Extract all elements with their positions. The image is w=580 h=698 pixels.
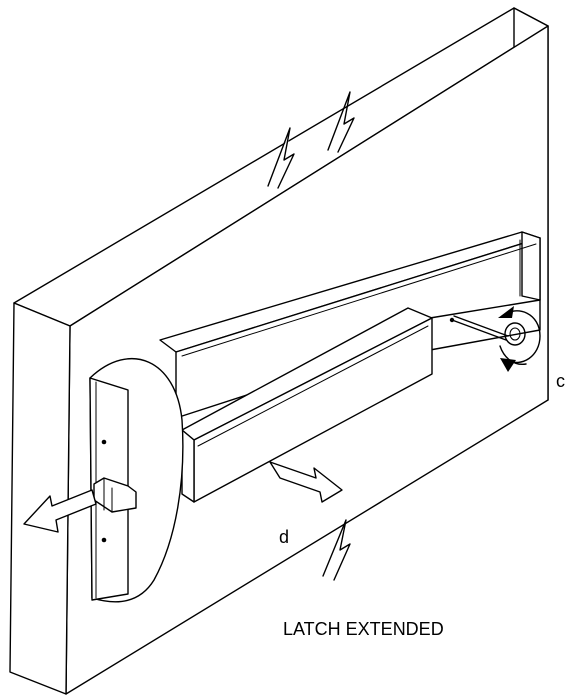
break-mark-top (267, 91, 355, 189)
pad-left-face (181, 429, 195, 503)
caption: LATCH EXTENDED (283, 619, 444, 639)
callout-c: c (556, 371, 565, 391)
hollow-arrow-right-icon (269, 461, 343, 503)
callout-d: d (279, 527, 289, 547)
rail-end-cap (521, 231, 541, 301)
latch-housing (89, 358, 184, 603)
screw-bottom (101, 537, 107, 543)
rotate-arrows-icon (498, 306, 541, 372)
break-mark-bottom (322, 519, 351, 581)
dogging-key (449, 315, 526, 346)
hollow-arrow-left-icon (23, 489, 97, 533)
door-left-face (9, 302, 71, 695)
screw-top (101, 439, 107, 445)
